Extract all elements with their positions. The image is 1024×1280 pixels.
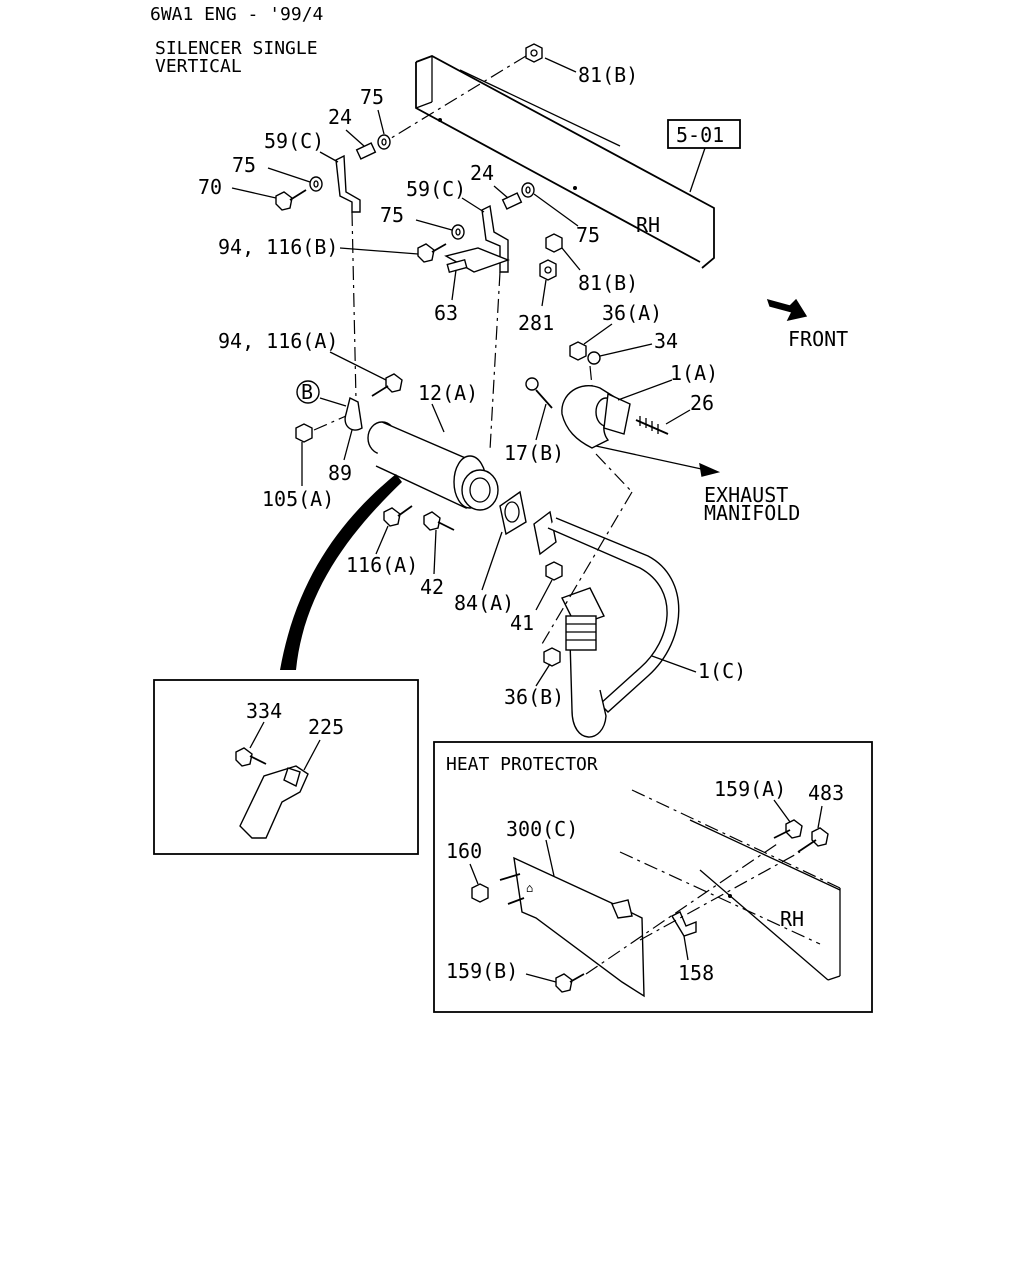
bracket-225 [239, 765, 309, 839]
shield-logo-icon: ⌂ [526, 881, 533, 895]
label-rh-heat-protector: RH [780, 907, 804, 931]
label-63: 63 [434, 301, 458, 325]
nut-160 [471, 883, 489, 903]
variant-line-2: VERTICAL [155, 56, 242, 77]
label-70: 70 [198, 175, 222, 199]
nut-36a [569, 341, 587, 361]
nut-81b-middle [545, 233, 563, 253]
label-42: 42 [420, 575, 444, 599]
label-158: 158 [678, 961, 714, 985]
frame-rail-heat-protector [619, 789, 841, 981]
nut-36b [543, 647, 561, 667]
nut-281 [539, 259, 557, 281]
label-81b-top: 81(B) [578, 63, 638, 87]
label-334: 334 [246, 699, 282, 723]
bolt-116a [383, 505, 413, 527]
label-26: 26 [690, 391, 714, 415]
label-1c: 1(C) [698, 659, 746, 683]
bolt-94-116b [417, 243, 447, 263]
bolt-42 [423, 511, 455, 531]
bolt-70 [275, 189, 307, 211]
label-159a: 159(A) [714, 777, 786, 801]
heat-protector-title: HEAT PROTECTOR [446, 754, 598, 775]
stud-160-lower [507, 897, 525, 905]
nut-81b-top [525, 43, 543, 63]
flange-1a [561, 385, 631, 449]
heat-protector-box [433, 741, 873, 1013]
label-34: 34 [654, 329, 678, 353]
label-300c: 300(C) [506, 817, 578, 841]
label-160: 160 [446, 839, 482, 863]
label-89: 89 [328, 461, 352, 485]
front-arrow-icon [766, 298, 808, 322]
label-225: 225 [308, 715, 344, 739]
bracket-59c-left [335, 154, 361, 213]
label-manifold: MANIFOLD [704, 501, 800, 525]
bolt-17b [525, 377, 553, 409]
label-94-116a: 94, 116(A) [218, 329, 338, 353]
label-17b: 17(B) [504, 441, 564, 465]
bolt-483 [797, 827, 829, 853]
detail-box-b [153, 679, 419, 855]
ref-label-5-01: 5-01 [676, 123, 724, 147]
heat-shield-300c: ⌂ [513, 856, 645, 998]
washer-75-upper [377, 134, 391, 150]
stud-26 [635, 416, 669, 435]
label-24-left: 24 [328, 105, 352, 129]
reference-box-5-01 [667, 119, 741, 149]
washer-75-middle [451, 224, 465, 240]
label-36b: 36(B) [504, 685, 564, 709]
washer-75-left [309, 176, 323, 192]
bracket-59c-middle [444, 204, 510, 273]
bolt-334 [235, 747, 267, 767]
label-exhaust: EXHAUST [704, 483, 788, 507]
label-94-116b: 94, 116(B) [218, 235, 338, 259]
frame-rail-rh [415, 55, 715, 269]
label-75-right: 75 [576, 223, 600, 247]
label-75-left: 75 [232, 153, 256, 177]
variant-line-1: SILENCER SINGLE [155, 38, 318, 59]
label-59c-middle: 59(C) [406, 177, 466, 201]
label-24-middle: 24 [470, 161, 494, 185]
washer-75-right [521, 182, 535, 198]
label-81b-middle: 81(B) [578, 271, 638, 295]
label-281: 281 [518, 311, 554, 335]
label-116a: 116(A) [346, 553, 418, 577]
label-159b: 159(B) [446, 959, 518, 983]
nut-105a [295, 423, 313, 443]
label-483: 483 [808, 781, 844, 805]
label-105a: 105(A) [262, 487, 334, 511]
label-12a: 12(A) [418, 381, 478, 405]
view-marker-b: B [296, 380, 320, 404]
bolt-159a [773, 819, 803, 839]
bracket-158 [671, 911, 697, 937]
nut-41 [545, 561, 563, 581]
pin-63 [446, 258, 468, 274]
engine-header: 6WA1 ENG - '99/4 [150, 4, 323, 25]
washer-34 [587, 351, 601, 365]
exhaust-pipe-1c [533, 510, 680, 738]
label-84a: 84(A) [454, 591, 514, 615]
stud-160-upper [499, 873, 521, 881]
label-59c-left: 59(C) [264, 129, 324, 153]
label-front: FRONT [788, 327, 848, 351]
label-b: B [301, 380, 313, 404]
label-75-middle: 75 [380, 203, 404, 227]
detail-pointer [280, 474, 402, 670]
label-36a: 36(A) [602, 301, 662, 325]
clamp-89 [344, 396, 363, 431]
label-41: 41 [510, 611, 534, 635]
label-rh-frame: RH [636, 213, 660, 237]
label-75-upper: 75 [360, 85, 384, 109]
label-1a: 1(A) [670, 361, 718, 385]
bolt-159b [555, 973, 585, 993]
silencer-12a [367, 421, 499, 511]
spacer-24-middle [501, 192, 523, 210]
manifold-arrow-icon [595, 445, 721, 477]
gasket-84a [499, 490, 527, 536]
bolt-94-116a [371, 373, 403, 397]
spacer-24-left [355, 142, 377, 160]
